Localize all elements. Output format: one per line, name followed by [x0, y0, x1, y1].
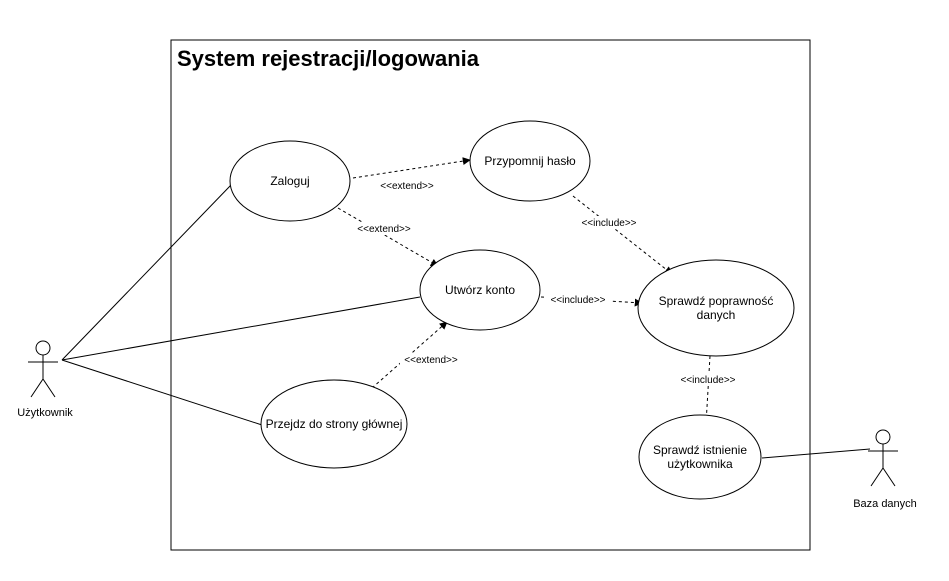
use-case-remind-password[interactable]: Przypomnij hasło	[469, 120, 591, 202]
use-case-verify-data[interactable]: Sprawdź poprawność danych	[637, 259, 795, 357]
rel-remind-verify-label: <<include>>	[581, 218, 636, 229]
rel-main-create-label: <<extend>>	[404, 355, 458, 366]
actor-user-head	[35, 340, 51, 356]
actor-user-label: Użytkownik	[17, 407, 73, 419]
rel-login-create-label: <<extend>>	[357, 224, 411, 235]
rel-login-remind-label: <<extend>>	[380, 181, 434, 192]
rel-login-create-line	[337, 207, 439, 267]
use-case-user-exists-line1: Sprawdź istnienie	[653, 443, 747, 457]
system-title: System rejestracji/logowania	[177, 46, 480, 71]
actor-user[interactable]: Użytkownik	[17, 340, 73, 419]
use-case-main-page-label: Przejdz do strony głównej	[266, 417, 403, 431]
assoc-user-main	[61, 359, 263, 426]
actor-database-head	[875, 429, 891, 445]
use-case-verify-data-line2: danych	[697, 308, 736, 322]
rel-create-verify-label: <<include>>	[550, 295, 605, 306]
use-case-user-exists-line2: użytkownika	[667, 457, 733, 471]
use-case-create-account[interactable]: Utwórz konto	[419, 249, 541, 331]
use-case-login-label: Zaloguj	[270, 174, 309, 188]
use-case-main-page[interactable]: Przejdz do strony głównej	[260, 379, 408, 469]
use-case-create-account-label: Utwórz konto	[445, 283, 515, 297]
actor-database-label: Baza danych	[853, 498, 917, 510]
use-case-verify-data-line1: Sprawdź poprawność	[659, 294, 774, 308]
use-case-login[interactable]: Zaloguj	[229, 140, 351, 222]
rel-verify-exists-label: <<include>>	[680, 375, 735, 386]
actor-database[interactable]: Baza danych	[853, 429, 917, 510]
use-case-remind-password-label: Przypomnij hasło	[484, 154, 576, 168]
rel-verify-exists-line	[702, 355, 711, 425]
assoc-db-exists	[761, 448, 871, 459]
use-case-user-exists[interactable]: Sprawdź istnienie użytkownika	[638, 414, 762, 500]
assoc-user-login	[61, 184, 232, 361]
rel-login-remind-line	[352, 157, 471, 179]
assoc-user-create	[61, 296, 421, 361]
